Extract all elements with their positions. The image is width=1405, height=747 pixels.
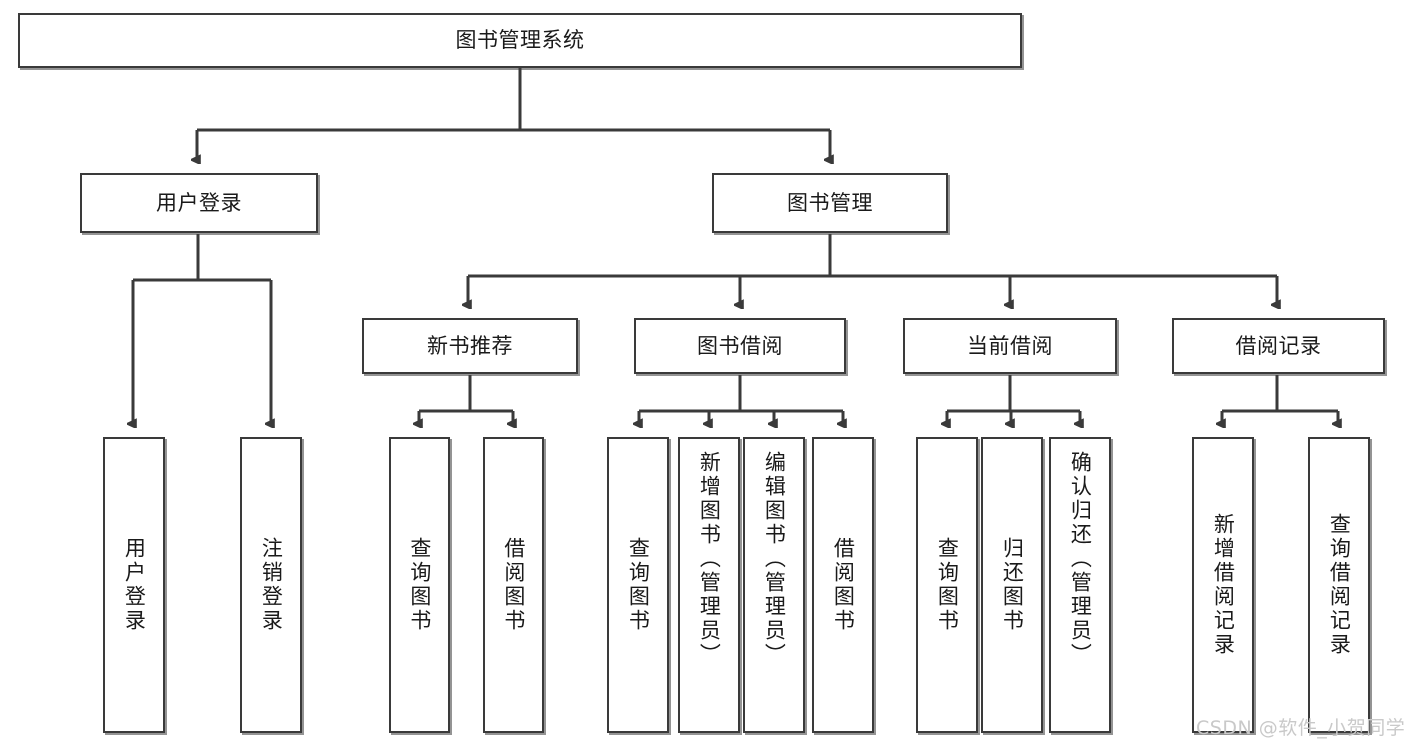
- node-book-management-system[interactable]: 图书管理系统: [18, 13, 1022, 68]
- leaf-query-books-borrow[interactable]: 查询图书: [607, 437, 669, 733]
- node-current-borrow[interactable]: 当前借阅: [903, 318, 1117, 374]
- leaf-query-books-current[interactable]: 查询图书: [916, 437, 978, 733]
- leaf-logout[interactable]: 注销登录: [240, 437, 302, 733]
- leaf-borrow-books-new[interactable]: 借阅图书: [483, 437, 544, 733]
- node-label: 新书推荐: [427, 333, 513, 358]
- csdn-watermark: CSDN @软件_小贺同学: [1196, 717, 1405, 739]
- node-book-management[interactable]: 图书管理: [712, 173, 948, 233]
- node-label: 编辑图书（管理员）: [762, 451, 787, 667]
- node-book-borrow[interactable]: 图书借阅: [634, 318, 846, 374]
- leaf-query-borrow-record[interactable]: 查询借阅记录: [1308, 437, 1370, 733]
- node-label: 图书管理: [787, 190, 873, 215]
- leaf-edit-book-admin[interactable]: 编辑图书（管理员）: [743, 437, 805, 733]
- node-label: 新增借阅记录: [1211, 513, 1236, 657]
- node-label: 借阅图书: [831, 537, 856, 633]
- node-label: 新增图书（管理员）: [697, 451, 722, 667]
- leaf-query-books-new[interactable]: 查询图书: [389, 437, 450, 733]
- node-label: 确认归还（管理员）: [1068, 451, 1093, 667]
- node-label: 查询图书: [407, 537, 432, 633]
- leaf-user-login[interactable]: 用户登录: [103, 437, 165, 733]
- node-user-login[interactable]: 用户登录: [80, 173, 318, 233]
- leaf-add-book-admin[interactable]: 新增图书（管理员）: [678, 437, 740, 733]
- leaf-return-books[interactable]: 归还图书: [981, 437, 1043, 733]
- node-new-book-recommend[interactable]: 新书推荐: [362, 318, 578, 374]
- node-label: 图书管理系统: [455, 28, 585, 53]
- node-label: 注销登录: [259, 537, 284, 633]
- leaf-borrow-books[interactable]: 借阅图书: [812, 437, 874, 733]
- node-label: 查询图书: [626, 537, 651, 633]
- node-label: 借阅记录: [1235, 333, 1322, 358]
- node-label: 用户登录: [156, 190, 242, 215]
- node-borrow-records[interactable]: 借阅记录: [1172, 318, 1385, 374]
- node-label: 查询借阅记录: [1327, 513, 1352, 657]
- node-label: 图书借阅: [697, 333, 783, 358]
- node-label: 借阅图书: [501, 537, 526, 633]
- node-label: 当前借阅: [967, 333, 1053, 358]
- node-label: 用户登录: [122, 537, 147, 633]
- node-label: 归还图书: [1000, 537, 1025, 633]
- leaf-add-borrow-record[interactable]: 新增借阅记录: [1192, 437, 1254, 733]
- leaf-confirm-return-admin[interactable]: 确认归还（管理员）: [1049, 437, 1111, 733]
- node-label: 查询图书: [935, 537, 960, 633]
